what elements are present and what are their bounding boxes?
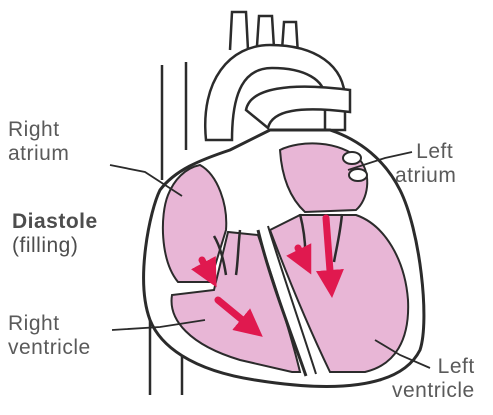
label-left-atrium: Left atrium bbox=[395, 140, 456, 188]
label-right-ventricle: Right ventricle bbox=[8, 312, 91, 360]
label-right-atrium: Right atrium bbox=[8, 118, 69, 166]
label-diastole: Diastole (filling) bbox=[12, 210, 98, 258]
arrow-left-atrium bbox=[326, 218, 331, 284]
label-left-ventricle: Left ventricle bbox=[392, 355, 475, 403]
